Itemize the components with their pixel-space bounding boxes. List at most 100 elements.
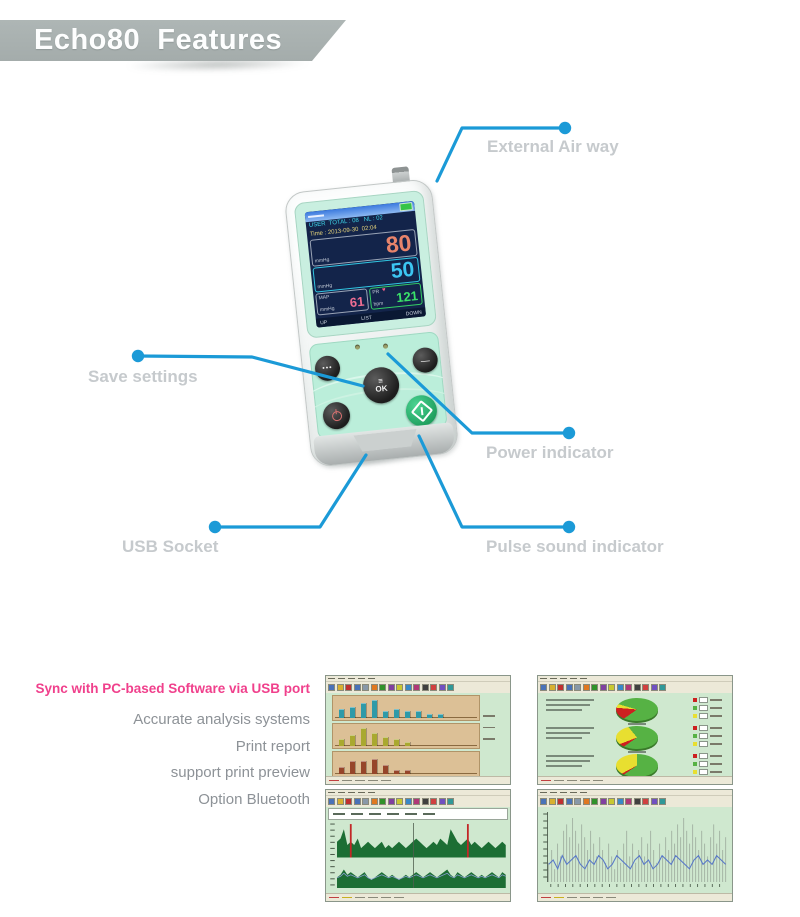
bar: [405, 741, 410, 746]
toolbar-icon: [582, 684, 590, 691]
column-header: [423, 813, 435, 815]
bar: [372, 758, 377, 774]
status-text: [381, 896, 391, 899]
pulse-line: [336, 872, 506, 880]
bar: [372, 700, 377, 718]
map-unit: mmHg: [319, 305, 335, 314]
legend-text: [710, 715, 722, 717]
callout-label-usb-socket: USB Socket: [122, 537, 219, 556]
toolbar-icon: [447, 684, 454, 691]
legend-swatch: [693, 734, 697, 738]
legend-text: [710, 763, 722, 765]
bar: [427, 713, 432, 718]
column-header: [387, 813, 399, 815]
softkey-list: LIST: [360, 314, 373, 322]
window-body: [326, 693, 510, 777]
toolbar-icon: [650, 798, 658, 805]
status-text: [580, 896, 590, 899]
legend-entry: [693, 753, 722, 759]
toolbar-icon: [362, 798, 369, 805]
toolbar-icon: [599, 798, 607, 805]
chart-legend: [483, 715, 507, 750]
window-menu-bar: [538, 790, 732, 796]
column-header: [351, 813, 363, 815]
toolbar-icon: [336, 798, 344, 805]
toolbar-icon: [625, 684, 632, 691]
stats-text: [546, 760, 590, 762]
softkey-down: DOWN: [405, 309, 422, 317]
column-header: [369, 813, 381, 815]
status-text: [355, 896, 365, 899]
menu-item: [550, 791, 557, 794]
bar: [405, 769, 410, 774]
window-menu-bar: [326, 676, 510, 682]
feature-item: support print preview: [170, 764, 310, 781]
device-screen: USER TOTAL : 08 NL : 02 Time : 2013-09-3…: [304, 200, 427, 328]
toolbar-icon: [336, 684, 344, 691]
window-body: [326, 807, 510, 894]
toolbar-icon: [616, 684, 624, 691]
callout-label-power-indicator: Power indicator: [486, 443, 614, 462]
stats-text: [546, 737, 582, 739]
status-text: [368, 779, 378, 782]
toolbar-icon: [421, 684, 429, 691]
status-text: [567, 779, 577, 782]
dia-value: 50: [389, 257, 416, 283]
map-panel: MAP mmHg 61: [315, 288, 370, 316]
stats-text: [546, 727, 594, 729]
toolbar-icon: [540, 798, 547, 805]
legend-swatch: [693, 726, 697, 730]
softkey-up: UP: [319, 319, 328, 326]
menu-item: [358, 791, 365, 794]
legend-swatch: [693, 742, 697, 746]
toolbar-icon: [345, 798, 352, 805]
toolbar-icon: [413, 798, 420, 805]
legend-swatch: [693, 762, 697, 766]
menu-item: [368, 791, 375, 794]
report-bar-panel: [332, 751, 480, 777]
dia-unit: mmHg: [317, 282, 333, 291]
toolbar-icon: [565, 798, 573, 805]
toolbar-icon: [345, 684, 352, 691]
feature-headline: Sync with PC-based Software via USB port: [35, 681, 310, 696]
toolbar-icon: [430, 798, 437, 805]
legend-text: [710, 707, 722, 709]
menu-item: [580, 791, 587, 794]
trend-chart: [330, 823, 506, 888]
toolbar-icon: [659, 684, 666, 691]
software-window-bar-report: [325, 675, 511, 785]
toolbar-icon: [353, 798, 361, 805]
toolbar-icon: [616, 798, 624, 805]
toolbar-icon: [387, 798, 395, 805]
bar: [350, 735, 355, 746]
bar: [394, 739, 399, 746]
menu-item: [328, 677, 335, 680]
dash-button[interactable]: —: [411, 346, 439, 374]
usb-socket-area: [349, 428, 422, 452]
software-window-pie-report: [537, 675, 733, 785]
settings-button[interactable]: •••: [313, 354, 342, 383]
bar: [361, 728, 366, 746]
legend-text: [710, 743, 722, 745]
menu-item: [540, 677, 547, 680]
pr-value: 121: [395, 288, 419, 306]
bar: [350, 760, 355, 774]
legend-entry: [693, 733, 722, 739]
toolbar-icon: [379, 798, 386, 805]
callout-dot-power: [562, 426, 576, 440]
toolbar-icon: [438, 798, 446, 805]
toolbar-icon: [659, 798, 666, 805]
window-status-bar: [326, 893, 510, 901]
software-window-spike-graph: [537, 789, 733, 902]
status-text: [541, 779, 551, 782]
legend-box: [699, 769, 708, 775]
bar: [405, 711, 410, 718]
stats-text: [546, 709, 582, 711]
toolbar-icon: [633, 798, 641, 805]
bar: [416, 711, 421, 718]
report-bar-panel: [332, 695, 480, 721]
legend-entry: [483, 738, 507, 740]
toolbar-icon: [353, 684, 361, 691]
toolbar-icon: [540, 684, 547, 691]
bar: [361, 702, 366, 718]
